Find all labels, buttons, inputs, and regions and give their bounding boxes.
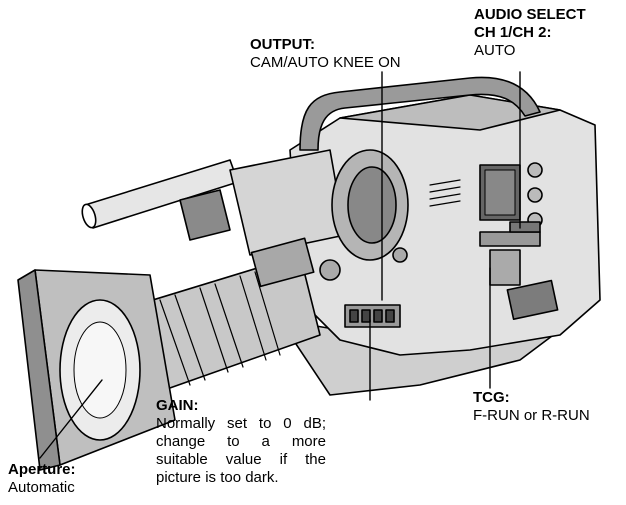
gain-callout: GAIN: Normally set to 0 dB; change to a … [156,397,326,487]
gain-title: GAIN: [156,397,199,414]
aperture-value: Automatic [8,479,75,496]
tcg-value: F-RUN or R-RUN [473,407,590,424]
microphone-tip [81,203,97,229]
gain-switch-1 [349,309,359,323]
output-value: CAM/AUTO KNEE ON [250,54,401,71]
side-display-screen [484,169,516,216]
viewfinder-eyecup-inner [347,166,397,244]
top-panel [339,94,561,131]
gain-switch-3 [373,309,383,323]
audio-title-line2: CH 1/CH 2: [474,24,552,41]
vent-lines [429,179,461,207]
mic-holder [179,189,231,241]
audio-title-line1: AUDIO SELECT [474,6,586,23]
lens-rings [159,271,281,386]
audio-switches [509,221,541,233]
leader-lines [39,71,521,459]
aperture-leader [39,379,103,459]
viewfinder-body [229,149,346,256]
side-knob-2 [527,187,543,203]
audio-callout: AUDIO SELECT CH 1/CH 2: AUTO [474,6,586,60]
tcg-callout: TCG: F-RUN or R-RUN [473,389,590,425]
tcg-switch-block [489,249,521,286]
side-knob-1 [527,162,543,178]
audio-value: AUTO [474,42,516,59]
lcd-panel [506,279,559,321]
front-knob-2 [392,247,408,263]
lens-glass-inner [73,321,127,419]
aperture-callout: Aperture: Automatic [8,461,76,497]
carry-handle [299,76,541,151]
aperture-title: Aperture: [8,461,76,478]
output-callout: OUTPUT: CAM/AUTO KNEE ON [250,36,401,72]
zoom-grip [250,237,315,288]
gain-switch-2 [361,309,371,323]
front-knob [319,259,341,281]
lens-hood-front [17,269,61,471]
gain-switch-4 [385,309,395,323]
tcg-title: TCG: [473,389,510,406]
gain-value: Normally set to 0 dB; change to a more s… [156,415,326,486]
output-title: OUTPUT: [250,36,315,53]
switch-row [479,231,541,247]
